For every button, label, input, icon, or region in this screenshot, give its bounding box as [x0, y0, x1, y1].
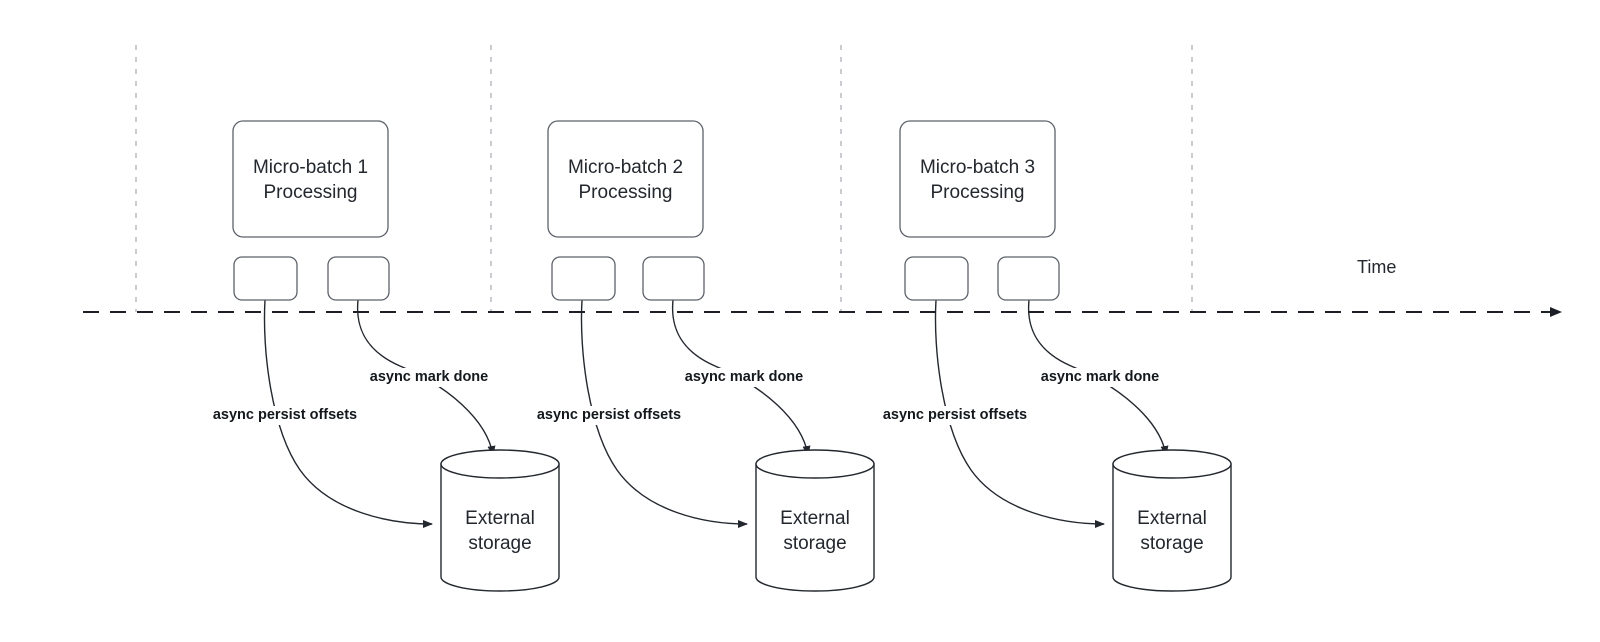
- edge-label-async-persist-offsets: async persist offsets: [883, 407, 1027, 423]
- process-box[interactable]: [899, 120, 1056, 238]
- external-storage-cylinder-body[interactable]: [755, 463, 875, 592]
- external-storage-cylinder-top: [755, 449, 875, 479]
- process-box-label-line1: Micro-batch 3: [920, 157, 1035, 178]
- edge-async-persist-offsets: [580, 299, 748, 528]
- edge-async-persist-offsets: [934, 299, 1105, 528]
- edge-async-persist-offsets: [263, 299, 433, 528]
- edge-label-backdrop: [524, 406, 694, 425]
- edge-label-backdrop: [1038, 368, 1162, 387]
- process-box-label-line2: Processing: [264, 182, 358, 203]
- edge-label-backdrop: [870, 406, 1040, 425]
- external-storage-label-line1: External: [780, 508, 850, 529]
- task-box-mark-done-task[interactable]: [327, 256, 390, 301]
- external-storage-label-line2: storage: [468, 533, 531, 554]
- task-box-mark-done-task[interactable]: [642, 256, 705, 301]
- edge-async-mark-done: [356, 299, 496, 456]
- edge-async-mark-done: [671, 299, 811, 456]
- process-box-label-line1: Micro-batch 1: [253, 157, 368, 178]
- task-box-mark-done-task[interactable]: [997, 256, 1060, 301]
- process-box-label-line2: Processing: [579, 182, 673, 203]
- edge-async-mark-done: [1027, 299, 1169, 456]
- edge-label-async-mark-done: async mark done: [370, 369, 488, 385]
- task-box-persist-offsets-task[interactable]: [551, 256, 616, 301]
- external-storage-label-line1: External: [1137, 508, 1207, 529]
- timeline-tick-lines: [135, 45, 1193, 312]
- process-box-label-line1: Micro-batch 2: [568, 157, 683, 178]
- process-box[interactable]: [232, 120, 389, 238]
- task-box-persist-offsets-task[interactable]: [233, 256, 298, 301]
- external-storage-cylinder-body[interactable]: [1112, 463, 1232, 592]
- edge-label-backdrop: [682, 368, 806, 387]
- timeline-axis-label: Time: [1357, 257, 1396, 277]
- process-box-label-line2: Processing: [931, 182, 1025, 203]
- edge-label-async-persist-offsets: async persist offsets: [213, 407, 357, 423]
- edge-label-backdrop: [200, 406, 370, 425]
- edge-label-async-mark-done: async mark done: [685, 369, 803, 385]
- external-storage-label-line2: storage: [1140, 533, 1203, 554]
- external-storage-cylinder-top: [1112, 449, 1232, 479]
- edge-label-async-mark-done: async mark done: [1041, 369, 1159, 385]
- external-storage-label-line1: External: [465, 508, 535, 529]
- task-box-persist-offsets-task[interactable]: [904, 256, 969, 301]
- external-storage-cylinder-body[interactable]: [440, 463, 560, 592]
- edge-label-async-persist-offsets: async persist offsets: [537, 407, 681, 423]
- external-storage-label-line2: storage: [783, 533, 846, 554]
- external-storage-cylinder-top: [440, 449, 560, 479]
- edge-label-backdrop: [367, 368, 491, 387]
- process-box[interactable]: [547, 120, 704, 238]
